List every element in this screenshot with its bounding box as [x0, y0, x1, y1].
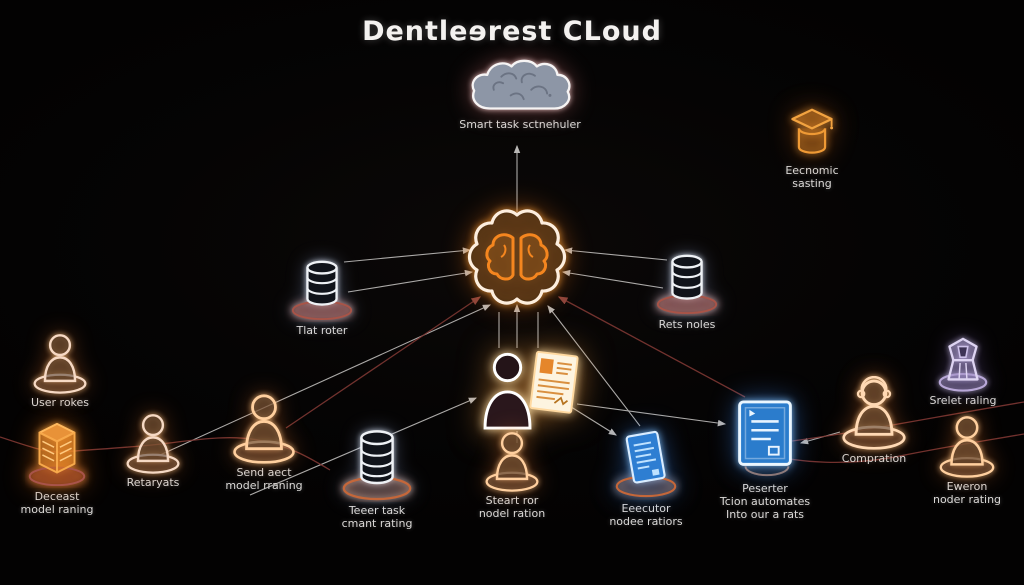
node-user-rokes: User rokes	[28, 332, 92, 409]
headset-person-icon	[842, 376, 906, 450]
person-icon	[233, 394, 295, 464]
node-teer-task: Teeer task cmant rating	[335, 426, 419, 530]
node-steart-ror: Steart ror nodel ration	[478, 430, 546, 520]
economic-label-2: sasting	[792, 177, 832, 190]
executor-label-1: Eeecutor	[621, 502, 671, 515]
person-icon	[485, 432, 539, 492]
rets-noles-label: Rets noles	[658, 318, 716, 331]
retaryats-label: Retaryats	[126, 476, 180, 489]
peserter-label-2: Tcion automates	[719, 495, 811, 508]
node-srelet: Srelet raling	[930, 334, 997, 407]
executor-label-2: nodee ratiors	[609, 515, 683, 528]
node-retaryats: Retaryats	[121, 412, 185, 489]
graduation-cap-database-icon	[791, 108, 834, 154]
person-document-icon	[483, 350, 579, 430]
deceast-label-1: Deceast	[34, 490, 80, 503]
eweron-label-2: noder rating	[932, 493, 1002, 506]
node-smart-task-scheduler: Smart task sctnehuler	[459, 58, 581, 131]
person-icon	[126, 414, 180, 474]
node-person-document	[477, 346, 581, 430]
node-compration: Compration	[836, 376, 912, 465]
node-rets-noles: Rets noles	[649, 250, 725, 331]
node-ai-brain	[457, 205, 577, 309]
document-icon	[615, 430, 677, 498]
compration-label: Compration	[841, 452, 907, 465]
steart-ror-label-2: nodel ration	[478, 507, 546, 520]
brain-cloud-icon	[467, 209, 567, 305]
database-icon	[656, 254, 718, 315]
deceast-label-2: model raning	[20, 503, 94, 516]
hooded-person-icon	[938, 337, 988, 392]
database-icon	[342, 430, 412, 501]
teer-task-label-1: Teeer task	[348, 504, 406, 517]
page-title: Dentleɘrest CLoud	[362, 16, 662, 47]
node-deceast: Deceast model raning	[21, 418, 94, 516]
steart-ror-label-1: Steart ror	[485, 494, 539, 507]
peserter-label-1: Peserter	[742, 482, 788, 495]
economic-label-1: Eecnomic	[785, 164, 839, 177]
node-eweron: Eweron noder rating	[932, 414, 1002, 506]
eweron-label-1: Eweron	[946, 480, 988, 493]
server-icon	[28, 422, 86, 487]
teer-task-label-2: cmant rating	[341, 517, 413, 530]
user-rokes-label: User rokes	[30, 396, 90, 409]
document-icon	[738, 400, 792, 477]
flat-roter-label: Tlat roter	[296, 324, 348, 337]
node-economic: Eecnomic sasting	[784, 106, 840, 190]
node-send-aect: Send aect model rraning	[225, 392, 303, 492]
send-aect-label-2: model rraning	[225, 479, 303, 492]
person-icon	[939, 416, 995, 478]
peserter-label-3: Into our a rats	[725, 508, 805, 521]
send-aect-label-1: Send aect	[236, 466, 292, 479]
node-flat-roter: Tlat roter	[284, 256, 360, 337]
cloud-icon	[471, 59, 571, 110]
scheduler-label: Smart task sctnehuler	[459, 118, 581, 131]
database-icon	[291, 260, 353, 321]
node-executor: Eeecutor nodee ratiors	[609, 428, 683, 528]
srelet-label: Srelet raling	[929, 394, 997, 407]
node-peserter: Peserter Tcion automates Into our a rats	[719, 398, 811, 521]
person-icon	[33, 334, 87, 394]
